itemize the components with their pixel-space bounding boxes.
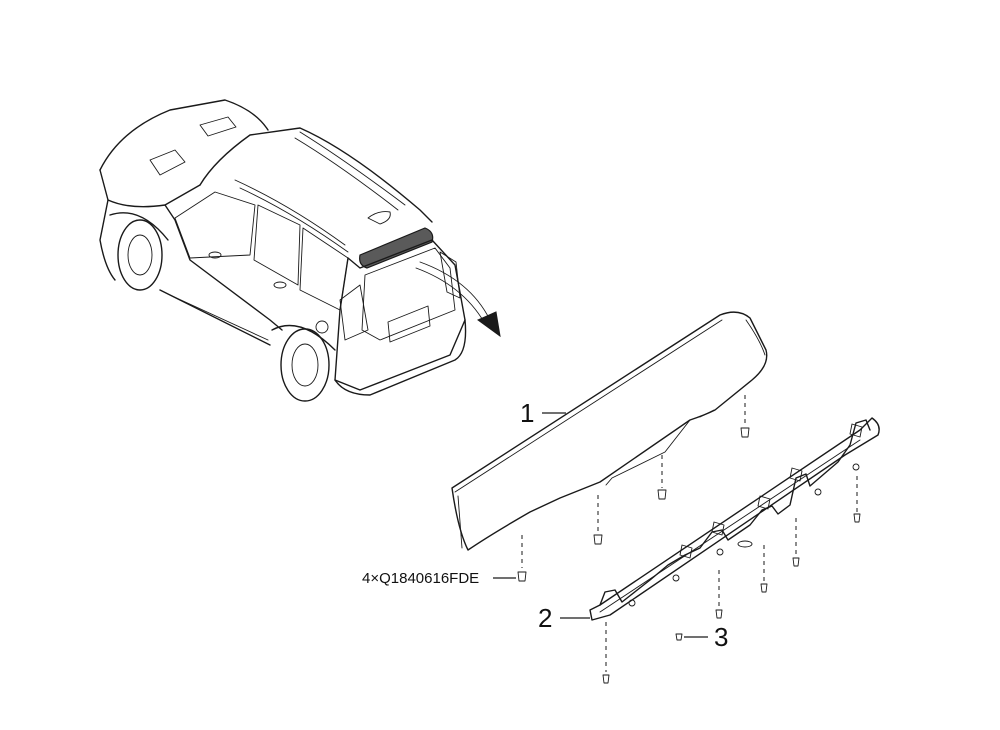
part-2-bracket (589, 417, 880, 621)
spoiler-clips (517, 395, 750, 582)
callout-clip-part-number: 4×Q1840616FDE (362, 570, 516, 587)
svg-text:4×Q1840616FDE: 4×Q1840616FDE (362, 570, 479, 587)
callout-3: 3 (684, 622, 728, 652)
callout-1: 1 (520, 398, 566, 428)
callout-2: 2 (538, 603, 590, 633)
part-1-rear-spoiler (451, 311, 768, 551)
clip-quantity: 4× (362, 570, 379, 587)
callout-label-3: 3 (714, 622, 728, 652)
callout-label-2: 2 (538, 603, 552, 633)
reference-arrow (415, 261, 501, 338)
callout-label-1: 1 (520, 398, 534, 428)
vehicle-illustration (99, 99, 467, 402)
bracket-screws (602, 476, 861, 684)
rear-spoiler-on-vehicle (359, 227, 434, 269)
clip-part-number: Q1840616FDE (379, 570, 479, 587)
